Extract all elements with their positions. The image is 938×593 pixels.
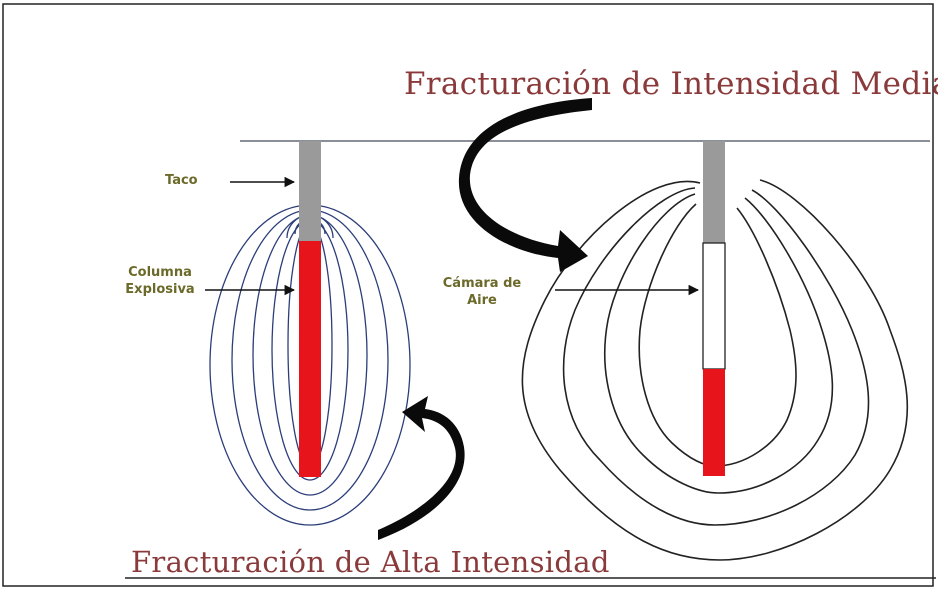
label-columna-line2: Explosiva <box>125 282 195 297</box>
label-camara-de-aire: Cámara de Aire <box>432 275 532 309</box>
label-columna-explosiva: Columna Explosiva <box>115 264 205 298</box>
label-columna-line1: Columna <box>128 265 192 280</box>
label-camara-line2: Aire <box>467 293 497 308</box>
label-taco: Taco <box>165 173 198 188</box>
fracture-contour-2 <box>562 187 870 526</box>
label-camara-line1: Cámara de <box>442 276 522 291</box>
left-explosive-column <box>299 241 321 477</box>
fracture-contour-3 <box>604 193 834 494</box>
right-explosive-column <box>703 369 725 476</box>
fracture-contour-1 <box>521 179 909 561</box>
curved-arrow-top-icon <box>458 98 592 272</box>
air-chamber <box>702 242 726 370</box>
title-high-intensity: Fracturación de Alta Intensidad <box>131 545 610 579</box>
title-medium-intensity: Fracturación de Intensidad Media <box>404 66 938 102</box>
right-stemming <box>703 141 725 243</box>
left-stemming <box>299 141 321 241</box>
frame-border <box>2 3 934 587</box>
curved-arrow-bottom-icon <box>378 396 465 540</box>
